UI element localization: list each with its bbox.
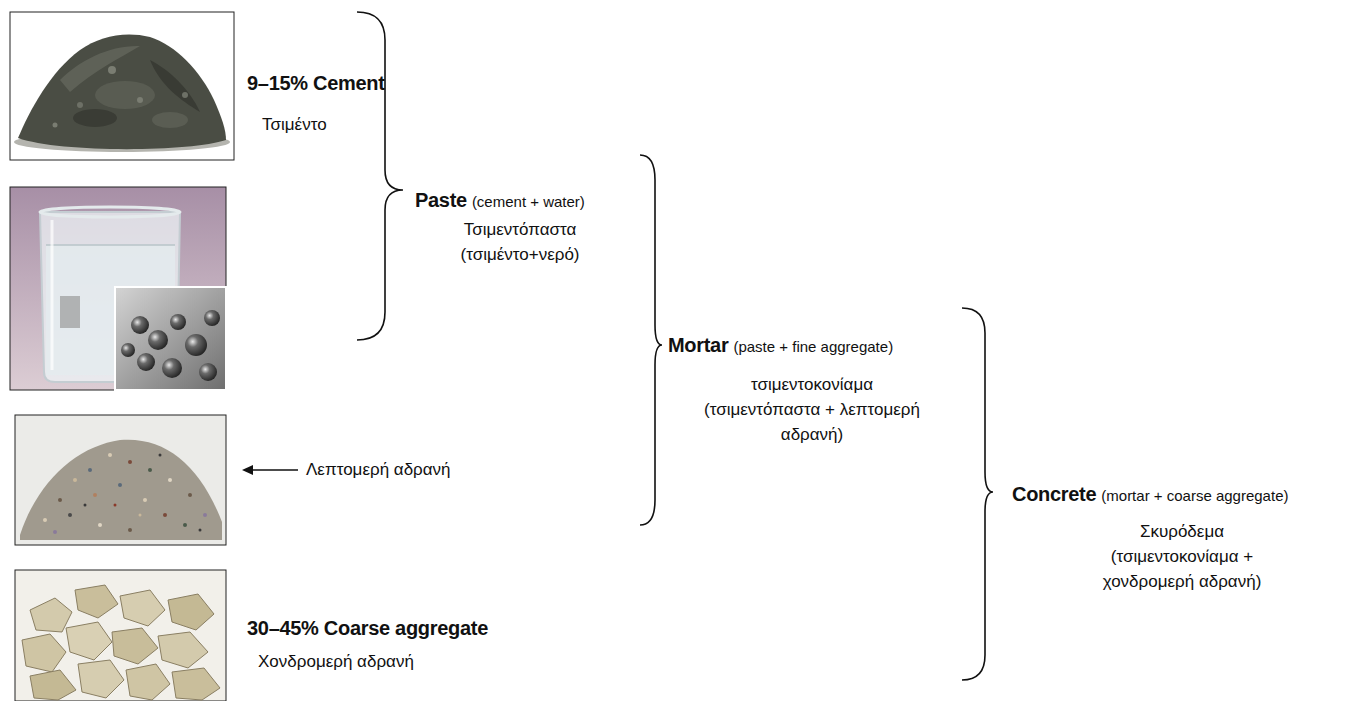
material-label: 9–15% Cement [247,72,385,95]
material-label-greek: Χονδρομερή αδρανή [258,652,414,672]
mix-formula: (paste + fine aggregate) [733,338,893,355]
brace [357,12,993,680]
label-row: Λεπτομερή αδρανή [306,460,451,480]
mix-label-greek: τσιμεντοκονίαμα (τσιμεντόπαστα + λεπτομε… [692,372,932,447]
material-label-greek: Τσιμέντο [262,115,327,135]
gravel-photo [15,570,226,701]
mix-label-greek: Τσιμεντόπαστα (τσιμέντο+νερό) [410,217,630,267]
material-label-greek: Λεπτομερή αδρανή [306,460,451,480]
label-row: Paste (cement + water) [415,189,585,212]
label-row: Χονδρομερή αδρανή [258,652,414,672]
label-row: 9–15% Cement [247,72,385,95]
cement-photo [10,12,234,160]
label-row: 30–45% Coarse aggregate [247,617,488,640]
label-row: Mortar (paste + fine aggregate) [668,334,893,357]
mix-label-greek: Σκυρόδεμα (τσιμεντοκονίαμα + χονδρομερή … [1075,519,1289,594]
mix-label: Paste [415,189,467,212]
mix-label: Mortar [668,334,728,357]
material-label: 30–45% Coarse aggregate [247,617,488,640]
label-row: Τσιμέντο [262,115,327,135]
leader-arrow [242,465,298,475]
label-row: Concrete (mortar + coarse aggregate) [1012,483,1288,506]
water-photo [10,187,226,390]
mix-formula: (cement + water) [472,193,585,210]
mix-label: Concrete [1012,483,1096,506]
sand-photo [15,415,226,545]
mix-formula: (mortar + coarse aggregate) [1101,487,1288,504]
